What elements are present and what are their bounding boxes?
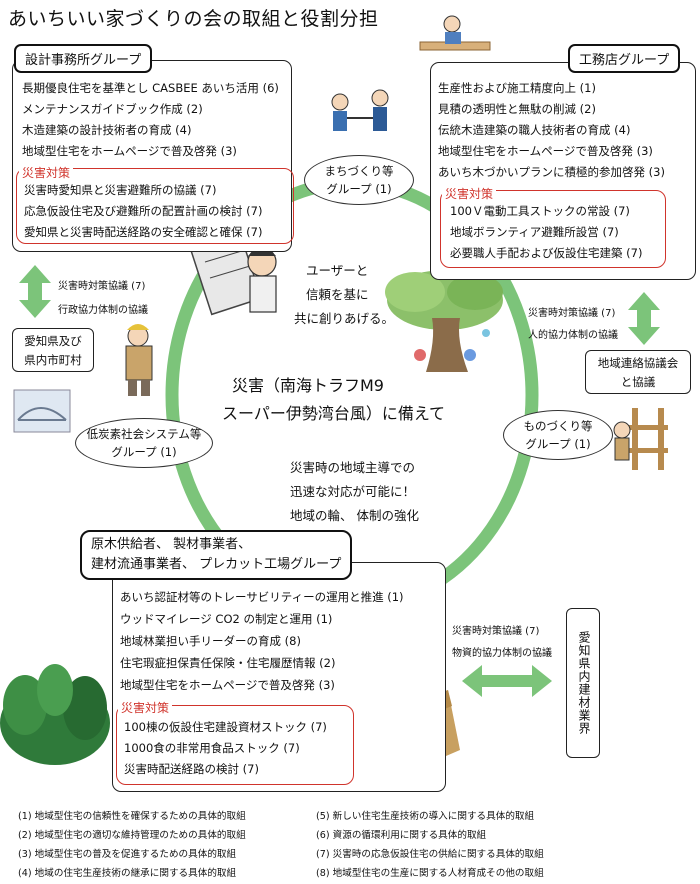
legend-item: (4) 地域の住宅生産技術の継承に関する具体的取組: [18, 868, 237, 879]
lowcarbon-line2: グループ (1): [111, 445, 177, 459]
left-link-label1: 災害時対策協議 (7): [58, 281, 146, 292]
machizukuri-group-oval: まちづくり等 グループ (1): [304, 155, 414, 205]
builder-item: 生産性および施工精度向上 (1): [438, 81, 596, 95]
supplier-label-line1: 原木供給者、 製材事業者、: [91, 537, 252, 552]
left-double-arrow: [19, 265, 51, 318]
legend-item: (2) 地域型住宅の適切な維持管理のための具体的取組: [18, 830, 246, 841]
left-link-label2: 行政協力体制の協議: [58, 305, 148, 316]
legend-item: (8) 地域型住宅の生産に関する人材育成その他の取組: [316, 868, 544, 879]
aichi-pref-box: 愛知県及び 県内市町村: [12, 328, 94, 372]
building-material-box: 愛知県内建材業界: [566, 608, 600, 758]
monozukuri-group-oval: ものづくり等 グループ (1): [503, 410, 613, 460]
main-message-line2: スーパー伊勢湾台風）に備えて: [222, 404, 446, 423]
bottom-link-label1: 災害時対策協議 (7): [452, 626, 540, 637]
design-disaster-item: 愛知県と災害時配送経路の安全確認と確保 (7): [24, 225, 263, 239]
builder-disaster-box: [440, 190, 666, 268]
supplier-disaster-title: 災害対策: [118, 699, 173, 716]
legend-item: (7) 災害時の応急仮設住宅の供給に関する具体的取組: [316, 849, 544, 860]
sub-message-line1: 災害時の地域主導での: [290, 460, 416, 475]
carpenter-illustration-top: [419, 15, 491, 51]
design-disaster-title: 災害対策: [19, 164, 74, 181]
builder-item: あいち木づかいプランに積極的参加啓発 (3): [438, 165, 665, 179]
right-double-arrow: [628, 292, 660, 345]
design-item: メンテナンスガイドブック作成 (2): [22, 102, 203, 116]
supplier-item: 住宅瑕疵担保責任保険・住宅履歴情報 (2): [120, 656, 336, 670]
legend-item: (3) 地域型住宅の普及を促進するための具体的取組: [18, 849, 237, 860]
builder-disaster-item: 地域ボランティア避難所設営 (7): [450, 225, 619, 239]
monozukuri-line1: ものづくり等: [523, 419, 593, 433]
tree-illustration: [385, 270, 503, 372]
building-material-label: 愛知県内建材業界: [577, 631, 591, 735]
supplier-group-label: 原木供給者、 製材事業者、 建材流通事業者、 プレカット工場グループ: [80, 530, 353, 580]
supplier-item: あいち認証材等のトレーサビリティーの運用と推進 (1): [120, 590, 404, 604]
bottom-link-label2: 物資的協力体制の協議: [452, 648, 552, 659]
builder-group-label: 工務店グループ: [568, 44, 681, 73]
machizukuri-line2: グループ (1): [326, 182, 392, 196]
design-item: 木造建築の設計技術者の育成 (4): [22, 123, 192, 137]
supplier-disaster-box: [116, 705, 354, 785]
legend-item: (6) 資源の循環利用に関する具体的取組: [316, 830, 487, 841]
right-link-label1: 災害時対策協議 (7): [528, 308, 616, 319]
main-message-line1: 災害（南海トラフM9: [232, 376, 384, 395]
monozukuri-line2: グループ (1): [525, 437, 591, 451]
user-trust-line3: 共に創りあげる。: [294, 311, 395, 326]
drafter-illustration: [189, 232, 277, 316]
supplier-label-line2: 建材流通事業者、 プレカット工場グループ: [91, 557, 342, 572]
page-title: あいちいい家づくりの会の取組と役割分担: [8, 8, 379, 30]
builder-group-box: [430, 62, 696, 280]
design-group-box: [12, 60, 292, 252]
regional-council-line1: 地域連絡協議会: [597, 356, 679, 370]
machizukuri-line1: まちづくり等: [324, 164, 394, 178]
design-disaster-item: 災害時愛知県と災害避難所の協議 (7): [24, 183, 217, 197]
supplier-item: 地域林業担い手リーダーの育成 (8): [120, 634, 301, 648]
builder-item: 見積の透明性と無駄の削減 (2): [438, 102, 596, 116]
design-disaster-box: [16, 168, 294, 244]
regional-council-line2: と協議: [620, 375, 656, 389]
bottom-double-arrow: [462, 665, 552, 697]
worker-illustration-right: [613, 408, 668, 470]
handshake-illustration: [331, 89, 389, 131]
user-trust-line2: 信頼を基に: [306, 287, 369, 302]
lowcarbon-group-oval: 低炭素社会システム等 グループ (1): [75, 418, 213, 468]
design-group-label: 設計事務所グループ: [14, 44, 153, 73]
supplier-disaster-item: 災害時配送経路の検討 (7): [124, 762, 259, 776]
builder-disaster-title: 災害対策: [442, 185, 497, 202]
supplier-group-box: [112, 562, 446, 792]
supplier-item: 地域型住宅をホームページで普及啓発 (3): [120, 678, 335, 692]
legend-item: (5) 新しい住宅生産技術の導入に関する具体的取組: [316, 811, 535, 822]
lowcarbon-line1: 低炭素社会システム等: [86, 427, 202, 441]
design-item: 地域型住宅をホームページで普及啓発 (3): [22, 144, 237, 158]
aichi-pref-line1: 愛知県及び: [24, 334, 82, 348]
supplier-disaster-item: 100棟の仮設住宅建設資材ストック (7): [124, 720, 327, 734]
legend-item: (1) 地域型住宅の信頼性を確保するための具体的取組: [18, 811, 246, 822]
worker-illustration-left: [125, 324, 153, 396]
user-trust-line1: ユーザーと: [306, 263, 369, 278]
builder-item: 伝統木造建築の職人技術者の育成 (4): [438, 123, 631, 137]
design-item: 長期優良住宅を基準とし CASBEE あいち活用 (6): [22, 81, 279, 95]
regional-council-box: 地域連絡協議会 と協議: [585, 350, 691, 394]
supplier-disaster-item: 1000食の非常用食品ストック (7): [124, 741, 300, 755]
sub-message-line3: 地域の輪、 体制の強化: [290, 508, 419, 523]
community-illustration-left: [13, 389, 71, 433]
builder-disaster-item: 100Ｖ電動工具ストックの常設 (7): [450, 204, 630, 218]
aichi-pref-line2: 県内市町村: [24, 353, 82, 367]
sub-message-line2: 迅速な対応が可能に！: [290, 484, 416, 499]
builder-item: 地域型住宅をホームページで普及啓発 (3): [438, 144, 653, 158]
right-link-label2: 人的協力体制の協議: [528, 330, 618, 341]
builder-disaster-item: 必要職人手配および仮設住宅建築 (7): [450, 246, 643, 260]
design-disaster-item: 応急仮設住宅及び避難所の配置計画の検討 (7): [24, 204, 263, 218]
forest-illustration: [0, 664, 110, 765]
supplier-item: ウッドマイレージ CO2 の制定と運用 (1): [120, 612, 333, 626]
